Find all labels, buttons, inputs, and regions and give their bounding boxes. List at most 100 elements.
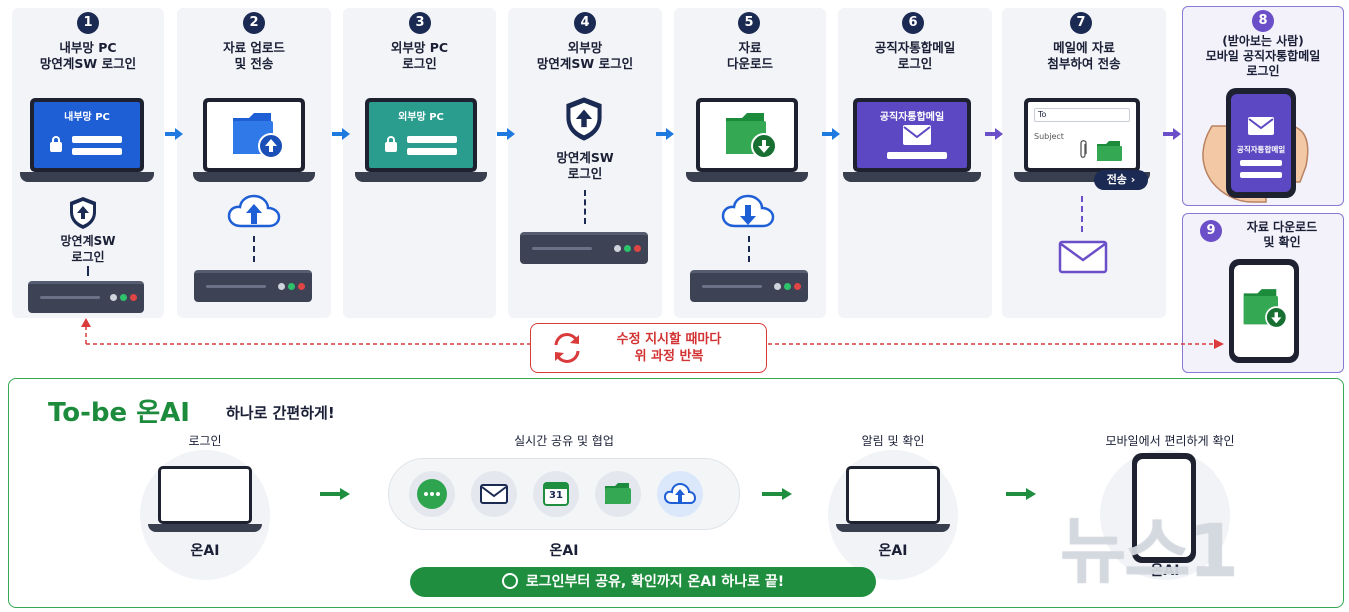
repeat-note-text: 수정 지시할 때마다 위 과정 반복 [616,332,722,364]
password-field [407,148,457,155]
id-field [407,136,457,143]
phone-mail-label: 공직자통합메일 [1236,145,1286,154]
arrow-right-icon [762,488,792,500]
step-6-number: 6 [902,12,924,34]
step-7-number: 7 [1070,12,1092,34]
step-8-number: 8 [1252,10,1274,32]
repeat-loop-line [81,318,1224,349]
mail-screen-label: 공직자통합메일 [879,112,945,123]
step-1-sub: 망연계SW 로그인 [60,234,116,264]
mail-to-field: To [1034,108,1130,122]
server-icon [194,270,312,302]
dashed-connector [584,190,586,224]
tobe-alert-laptop [836,466,950,534]
tobe-alert-name: 온AI [878,543,908,559]
step-6-title: 공직자통합메일 로그인 [874,40,956,71]
server-icon [520,232,648,264]
envelope-icon [1248,117,1274,135]
step-7-title: 메일에 자료 첨부하여 전송 [1047,40,1121,71]
tobe-mobile-label: 모바일에서 편리하게 확인 [1105,434,1235,448]
upload-laptop [193,98,315,186]
chat-app [409,471,455,517]
password-field [72,148,122,155]
arrow-right-icon [985,128,1003,140]
id-field [72,136,122,143]
arrow-right-icon [165,128,183,140]
tobe-brand: To-be 온AI [48,398,190,428]
tobe-tagline: 하나로 간편하게! [226,404,335,422]
arrow-right-icon [320,488,350,500]
step-9-number: 9 [1200,220,1222,242]
hand-phone-icon [1202,88,1309,203]
arrow-right-icon [822,128,840,140]
cloud-download-icon [721,194,775,228]
mail-icon [480,484,508,504]
external-pc-screen-label: 외부망 PC [398,112,444,123]
mail-app [471,471,517,517]
dashed-connector [253,236,255,262]
tobe-banner: 로그인부터 공유, 확인까지 온AI 하나로 끝! [410,567,876,597]
step-1-number: 1 [77,12,99,34]
folder-app [595,471,641,517]
mail-subject-label: Subject [1034,132,1064,141]
cloud-app [657,471,703,517]
internal-pc-screen-label: 내부망 PC [64,112,110,123]
arrow-right-icon [1163,128,1181,140]
shield-icon [70,197,96,229]
cloud-upload-icon [227,194,281,228]
cloud-upload-icon [663,482,697,504]
envelope-icon [903,125,931,145]
arrow-right-icon [656,128,674,140]
tobe-alert-label: 알림 및 확인 [861,434,925,448]
step-5-title: 자료 다운로드 [726,40,773,71]
server-icon [28,281,144,313]
tobe-app-pill: 31 [388,458,740,530]
tobe-login-label: 로그인 [188,434,222,448]
folder-upload-icon [233,113,284,159]
check-circle-icon [501,573,518,589]
download-laptop [686,98,808,186]
calendar-app: 31 [533,471,579,517]
arrow-right-icon [332,128,350,140]
arrow-right-icon [497,128,515,140]
step-2-title: 자료 업로드 및 전송 [223,40,285,71]
password-field [887,152,947,159]
password-field [1240,172,1282,178]
lock-icon [385,136,397,152]
step-2-number: 2 [243,12,265,34]
step-4-number: 4 [574,12,596,34]
envelope-icon [1058,240,1108,274]
step-1-title: 내부망 PC 망연계SW 로그인 [39,40,137,71]
news1-watermark: 뉴스1 [1060,509,1239,593]
step-9-title: 자료 다운로드 및 확인 [1246,220,1318,249]
dashed-connector [748,236,750,262]
internal-pc-laptop: 내부망 PC [20,98,154,186]
folder-download-icon [1243,289,1288,329]
compose-laptop: To Subject [1014,98,1150,186]
shield-icon [566,97,602,141]
tobe-share-label: 실시간 공유 및 협업 [514,434,614,448]
lock-icon [50,136,62,152]
mail-laptop: 공직자통합메일 [843,98,981,186]
step-3-title: 외부망 PC 로그인 [390,40,449,71]
arrow-right-icon [1006,488,1036,500]
calendar-day: 31 [549,490,563,501]
tobe-share-name: 온AI [549,543,579,559]
chat-icon [417,479,447,509]
step-4-panel [508,8,662,318]
repeat-note-box [530,323,767,373]
folder-icon [605,483,631,504]
tobe-banner-text: 로그인부터 공유, 확인까지 온AI 하나로 끝! [525,574,785,590]
tobe-mobile-name: 온AI [1150,563,1180,579]
id-field [1240,160,1282,166]
step-3-number: 3 [409,12,431,34]
tobe-login-laptop [148,466,262,534]
paperclip-icon [1080,140,1087,158]
tobe-login-name: 온AI [190,543,220,559]
calendar-icon [543,482,569,506]
folder-download-icon [726,113,777,159]
dashed-connector [87,266,89,276]
send-button[interactable]: 전송 › [1094,170,1148,190]
step-8-title: (받아보는 사람) 모바일 공직자통합메일 로그인 [1205,34,1321,78]
